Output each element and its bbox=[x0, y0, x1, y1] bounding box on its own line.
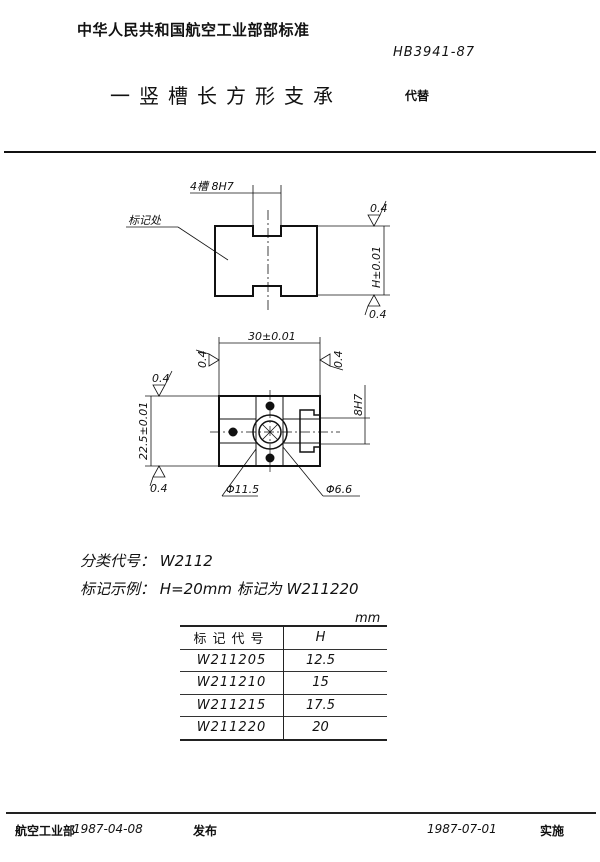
height-dimension: H±0.01 bbox=[370, 246, 383, 288]
marking-label: 标记处 bbox=[128, 214, 162, 227]
row-code: W211210 bbox=[180, 671, 284, 694]
bottom-view bbox=[145, 337, 370, 497]
slot-dimension: 8H7 bbox=[352, 394, 365, 416]
standard-number: HB3941-87 bbox=[393, 45, 476, 60]
roughness-right: 0.4 bbox=[332, 351, 345, 369]
example-label: 标记示例： bbox=[80, 580, 156, 598]
roughness-top: 0.4 bbox=[370, 202, 388, 215]
row-h: 15 bbox=[312, 675, 329, 691]
hole-large-diameter: Φ11.5 bbox=[226, 483, 259, 496]
roughness-side-top: 0.4 bbox=[152, 372, 170, 385]
table-unit: mm bbox=[355, 611, 381, 626]
top-view bbox=[126, 185, 390, 316]
issue-label: 发布 bbox=[193, 824, 218, 838]
effective-date: 1987-07-01 bbox=[427, 822, 497, 836]
classification-code: W2112 bbox=[159, 552, 213, 570]
row-h: 20 bbox=[312, 720, 329, 736]
issuing-organization: 中华人民共和国航空工业部部标准 bbox=[77, 21, 310, 39]
classification-note: 分类代号： W2112 bbox=[80, 550, 213, 571]
table-row: W211215 17.5 bbox=[180, 694, 387, 717]
document-title: 一竖槽长方形支承 bbox=[110, 84, 342, 108]
example-text: H=20mm 标记为 W211220 bbox=[159, 580, 359, 598]
width-dimension: 30±0.01 bbox=[248, 330, 296, 343]
roughness-left: 0.4 bbox=[196, 351, 209, 369]
slot-callout: 4槽 8H7 bbox=[190, 180, 234, 193]
effective-label: 实施 bbox=[540, 824, 565, 838]
replaces-label: 代替 bbox=[405, 89, 430, 103]
table-row: W211205 12.5 bbox=[180, 649, 387, 672]
header-divider bbox=[4, 151, 596, 153]
marking-example-note: 标记示例： H=20mm 标记为 W211220 bbox=[80, 578, 359, 599]
footer-issuer: 航空工业部 bbox=[15, 824, 76, 838]
technical-drawing: 4槽 8H7 标记处 0.4 0.4 H±0.01 30±0.01 0.4 0.… bbox=[126, 180, 390, 497]
row-h: 17.5 bbox=[306, 697, 335, 713]
table-row: W211220 20 bbox=[180, 716, 387, 740]
spec-table: 标记代号 H W211205 12.5 W211210 15 W211215 1… bbox=[180, 625, 387, 741]
depth-dimension: 22.5±0.01 bbox=[137, 402, 150, 460]
classification-label: 分类代号： bbox=[80, 552, 156, 570]
row-code: W211205 bbox=[180, 649, 284, 672]
row-code: W211215 bbox=[180, 694, 284, 717]
footer-divider bbox=[6, 812, 596, 814]
roughness-bottom: 0.4 bbox=[369, 308, 387, 321]
header-code: 标记代号 bbox=[180, 626, 284, 649]
roughness-side-bottom: 0.4 bbox=[150, 482, 168, 495]
hole-small-diameter: Φ6.6 bbox=[326, 483, 352, 496]
table-row: W211210 15 bbox=[180, 671, 387, 694]
row-h: 12.5 bbox=[306, 652, 335, 668]
table-header-row: 标记代号 H bbox=[180, 626, 387, 649]
row-code: W211220 bbox=[180, 716, 284, 740]
header-h: H bbox=[315, 630, 326, 646]
issue-date: 1987-04-08 bbox=[73, 822, 143, 836]
